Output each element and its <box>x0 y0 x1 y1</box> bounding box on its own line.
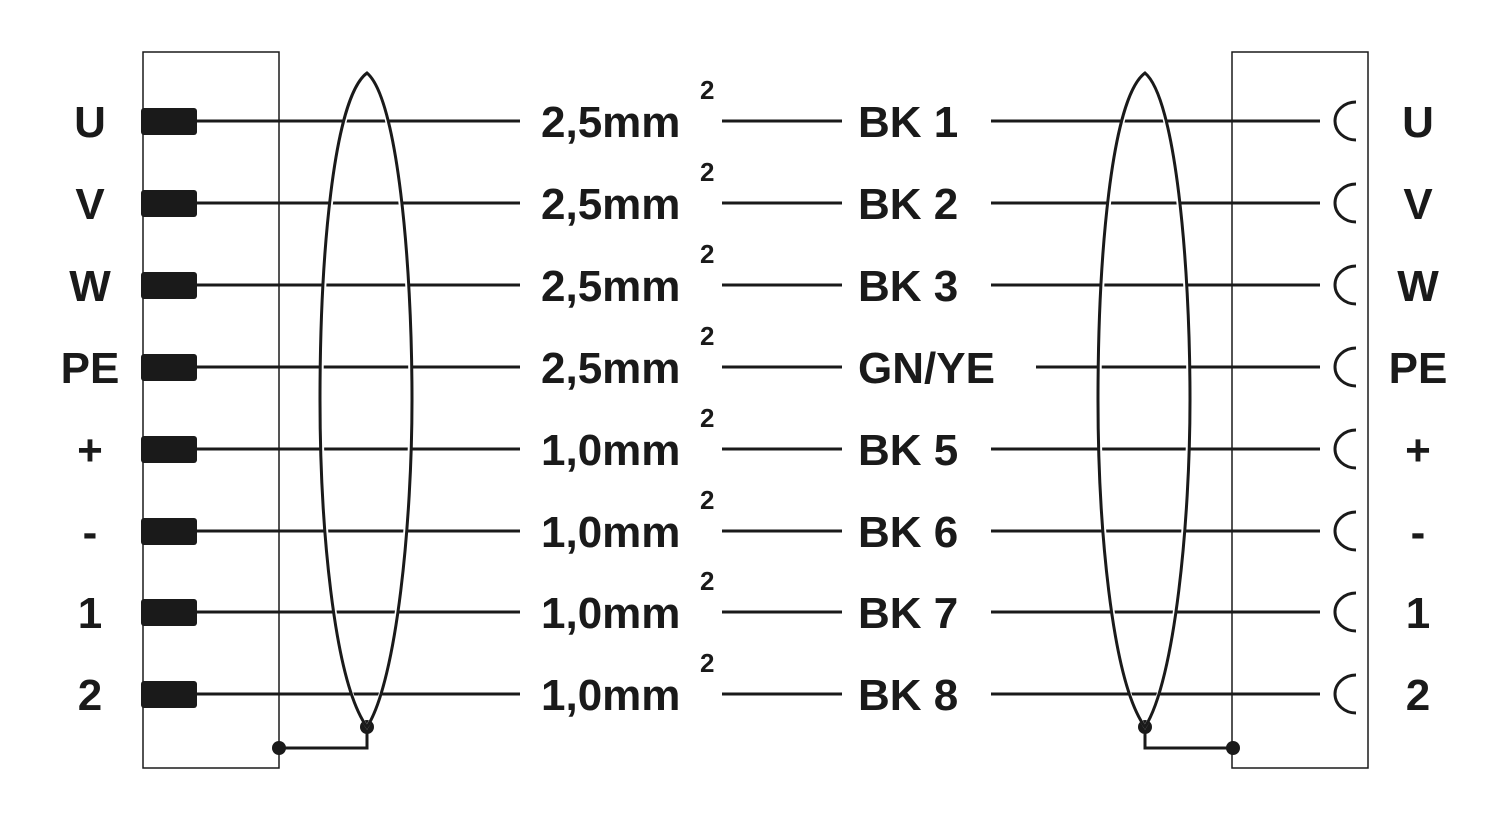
left-pin-contact <box>141 681 197 708</box>
right-socket-contact <box>1333 591 1357 633</box>
right-socket-contact <box>1333 346 1357 388</box>
right-pin-label: + <box>1405 426 1431 475</box>
wire-cross-section: 2,5mm <box>541 180 680 229</box>
wire-cross-section: 2,5mm <box>541 344 680 393</box>
wire-color-label: BK 7 <box>858 589 958 638</box>
left-pin-contact <box>141 108 197 135</box>
wires-layer <box>141 100 1357 715</box>
left-pin-contact <box>141 272 197 299</box>
right-socket-contact <box>1333 182 1357 224</box>
right-socket-contact <box>1333 100 1357 142</box>
right-pin-label: U <box>1402 98 1434 147</box>
left-pin-label: PE <box>61 344 120 393</box>
wire-cross-section-exponent: 2 <box>700 321 714 351</box>
left-pin-label: W <box>69 262 111 311</box>
wire-color-label: BK 6 <box>858 508 958 557</box>
right-socket-contact <box>1333 510 1357 552</box>
wire-cross-section-exponent: 2 <box>700 566 714 596</box>
right-connector-housing <box>1231 51 1369 769</box>
left-shield-ground <box>279 727 369 750</box>
wire-color-label: BK 1 <box>858 98 958 147</box>
wire-cross-section-exponent: 2 <box>700 157 714 187</box>
wire-cross-section-exponent: 2 <box>700 75 714 105</box>
labels-layer: U U 2,5mm 2 BK 1 V V 2,5mm 2 BK 2 W W 2,5mm 2 BK 3 PE PE… <box>61 75 1448 720</box>
right-pin-label: V <box>1403 180 1433 229</box>
wire-cross-section-exponent: 2 <box>700 648 714 678</box>
left-pin-label: 2 <box>78 671 102 720</box>
wire-cross-section: 1,0mm <box>541 589 680 638</box>
left-pin-contact <box>141 599 197 626</box>
right-socket-contact <box>1333 673 1357 715</box>
left-cable-shield-outline <box>318 71 414 730</box>
right-pin-label: 2 <box>1406 671 1430 720</box>
right-socket-contact <box>1333 264 1357 306</box>
right-shield-ground <box>1143 727 1233 750</box>
wire-color-label: BK 2 <box>858 180 958 229</box>
wire-cross-section: 1,0mm <box>541 426 680 475</box>
wire-color-label: BK 3 <box>858 262 958 311</box>
right-pin-label: 1 <box>1406 589 1430 638</box>
left-pin-label: - <box>83 508 98 557</box>
wire-cross-section: 1,0mm <box>541 671 680 720</box>
left-pin-label: U <box>74 98 106 147</box>
right-cable-shield-outline <box>1096 71 1192 730</box>
right-pin-label: PE <box>1389 344 1448 393</box>
left-pin-contact <box>141 354 197 381</box>
left-pin-label: + <box>77 426 103 475</box>
wire-color-label: GN/YE <box>858 344 995 393</box>
wire-cross-section-exponent: 2 <box>700 239 714 269</box>
right-socket-contact <box>1333 428 1357 470</box>
left-pin-label: 1 <box>78 589 102 638</box>
right-ground-dot <box>1226 741 1240 755</box>
right-pin-label: W <box>1397 262 1439 311</box>
left-pin-label: V <box>75 180 105 229</box>
wire-cross-section-exponent: 2 <box>700 403 714 433</box>
wire-cross-section-exponent: 2 <box>700 485 714 515</box>
left-pin-contact <box>141 518 197 545</box>
wire-cross-section: 2,5mm <box>541 262 680 311</box>
left-pin-contact <box>141 436 197 463</box>
left-pin-contact <box>141 190 197 217</box>
wire-color-label: BK 8 <box>858 671 958 720</box>
right-pin-label: - <box>1411 508 1426 557</box>
left-ground-dot <box>272 741 286 755</box>
wire-color-label: BK 5 <box>858 426 958 475</box>
wire-cross-section: 2,5mm <box>541 98 680 147</box>
left-connector-housing <box>142 51 280 769</box>
wire-cross-section: 1,0mm <box>541 508 680 557</box>
